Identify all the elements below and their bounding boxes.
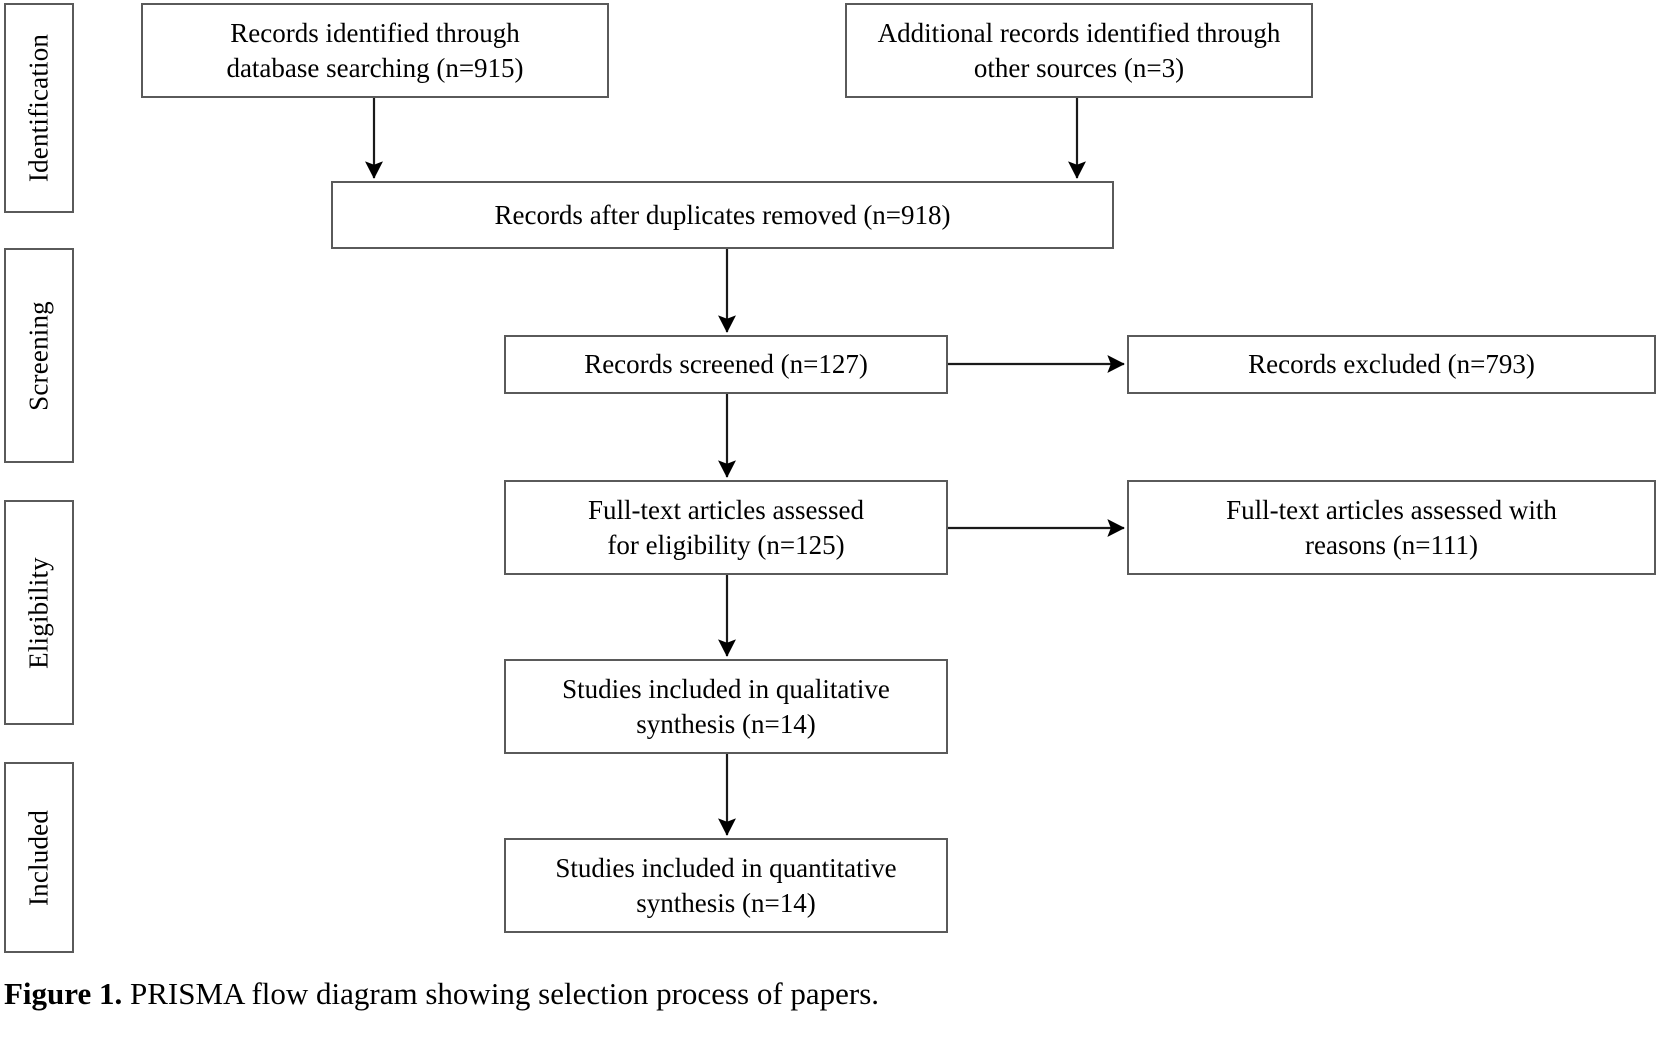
- flow-box-qualitative-included: Studies included in qualitative synthesi…: [504, 659, 948, 754]
- stage-box-included: Included: [4, 762, 74, 953]
- stage-box-screening: Screening: [4, 248, 74, 463]
- flow-box-records-screened-label: Records screened (n=127): [584, 349, 868, 380]
- stage-box-eligibility: Eligibility: [4, 500, 74, 725]
- flow-box-records-excluded-label: Records excluded (n=793): [1248, 349, 1535, 380]
- flow-box-fulltext-assessed: Full-text articles assessed for eligibil…: [504, 480, 948, 575]
- flow-box-duplicates-removed-label: Records after duplicates removed (n=918): [494, 199, 951, 230]
- stage-label-identification: Identification: [23, 33, 54, 183]
- stage-label-included: Included: [23, 809, 54, 906]
- flow-box-database-search-label: Records identified through database sear…: [226, 17, 524, 83]
- stage-label-eligibility: Eligibility: [23, 556, 54, 669]
- stage-label-screening: Screening: [23, 300, 54, 411]
- flow-box-records-screened: Records screened (n=127): [504, 335, 948, 394]
- flow-box-fulltext-assessed-label: Full-text articles assessed for eligibil…: [588, 494, 864, 560]
- figure-caption-prefix: Figure 1.: [4, 976, 123, 1011]
- flow-box-duplicates-removed: Records after duplicates removed (n=918): [331, 181, 1114, 249]
- flow-box-quantitative-included: Studies included in quantitative synthes…: [504, 838, 948, 933]
- flow-box-fulltext-excluded: Full-text articles assessed with reasons…: [1127, 480, 1656, 575]
- flow-box-qualitative-included-label: Studies included in qualitative synthesi…: [562, 673, 890, 739]
- flow-box-fulltext-excluded-label: Full-text articles assessed with reasons…: [1226, 494, 1557, 560]
- flow-box-database-search: Records identified through database sear…: [141, 3, 609, 98]
- figure-caption: Figure 1. PRISMA flow diagram showing se…: [4, 975, 1644, 1012]
- flow-box-other-sources: Additional records identified through ot…: [845, 3, 1313, 98]
- flow-box-other-sources-label: Additional records identified through ot…: [877, 17, 1281, 83]
- figure-caption-text: PRISMA flow diagram showing selection pr…: [122, 976, 880, 1011]
- flow-box-quantitative-included-label: Studies included in quantitative synthes…: [555, 852, 897, 918]
- stage-box-identification: Identification: [4, 3, 74, 213]
- flow-box-records-excluded: Records excluded (n=793): [1127, 335, 1656, 394]
